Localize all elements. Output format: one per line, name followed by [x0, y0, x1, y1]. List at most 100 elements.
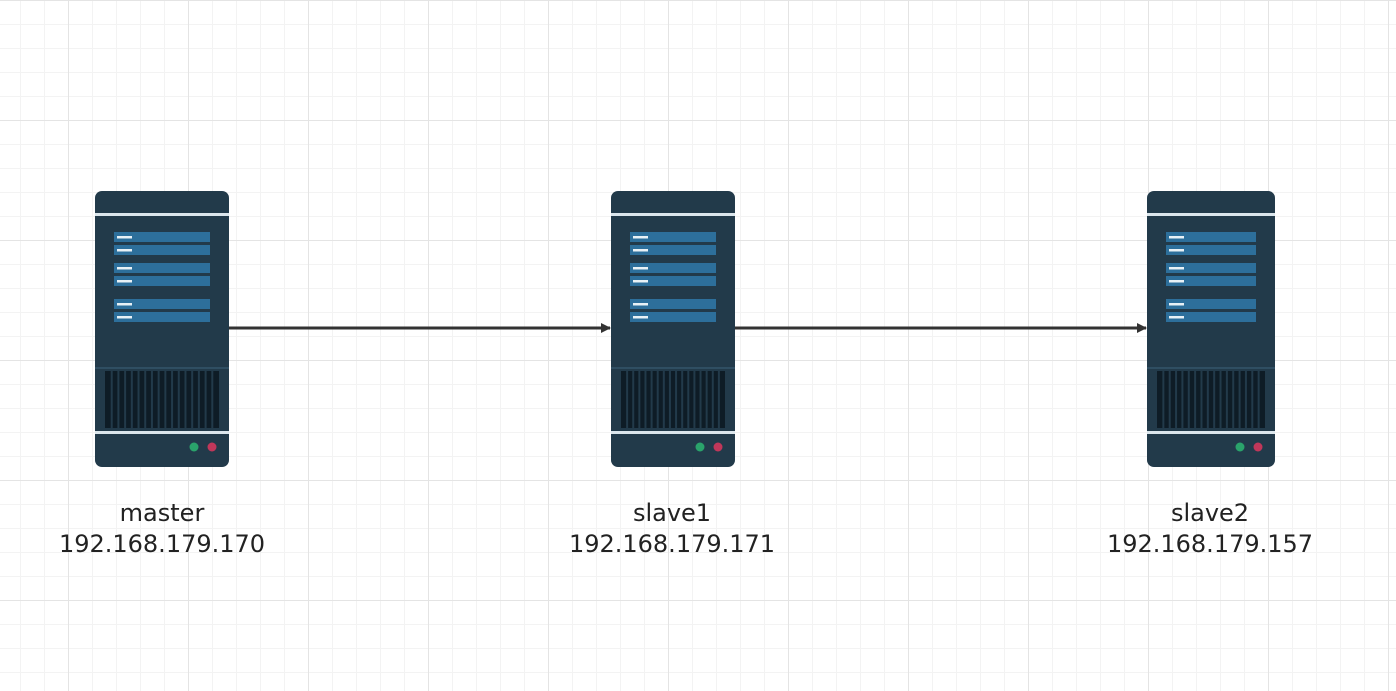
- vent-separator: [95, 367, 229, 369]
- vent-slat: [626, 371, 629, 428]
- vent-slat: [1251, 371, 1254, 428]
- drive-bay: [114, 276, 210, 286]
- drive-indicator: [117, 303, 132, 306]
- vent-slat: [1200, 371, 1203, 428]
- drive-bay: [630, 263, 716, 273]
- vent-slat: [1213, 371, 1216, 428]
- vent-slat: [1232, 371, 1235, 428]
- vent-slat: [130, 371, 133, 428]
- drive-indicator: [1169, 316, 1184, 319]
- vent-slat: [1225, 371, 1228, 428]
- vent-slat: [662, 371, 665, 428]
- vent-slat: [117, 371, 120, 428]
- vent-slat: [1162, 371, 1165, 428]
- vent-slat: [632, 371, 635, 428]
- node-ip-master: 192.168.179.170: [58, 530, 266, 558]
- vent-slat: [705, 371, 708, 428]
- server-bottom-divider: [95, 431, 229, 434]
- drive-bay: [630, 276, 716, 286]
- led-red-icon: [713, 442, 723, 452]
- vent-slat: [1181, 371, 1184, 428]
- server-top-divider: [95, 213, 229, 216]
- vent-grille: [1157, 371, 1265, 428]
- drive-indicator: [633, 316, 648, 319]
- vent-slat: [144, 371, 147, 428]
- vent-slat: [191, 371, 194, 428]
- drive-indicator: [117, 280, 132, 283]
- vent-slat: [184, 371, 187, 428]
- drive-bay: [114, 312, 210, 322]
- server-top-divider: [611, 213, 735, 216]
- vent-slat: [1187, 371, 1190, 428]
- node-label-master: master 192.168.179.170: [32, 498, 292, 560]
- led-green-icon: [189, 442, 199, 452]
- node-label-slave1: slave1 192.168.179.171: [542, 498, 802, 560]
- drive-bay: [114, 245, 210, 255]
- drive-bay: [630, 232, 716, 242]
- drive-indicator: [117, 249, 132, 252]
- server-icon: [95, 191, 229, 467]
- drive-indicator: [1169, 303, 1184, 306]
- drive-indicator: [633, 267, 648, 270]
- vent-separator: [1147, 367, 1275, 369]
- vent-slat: [699, 371, 702, 428]
- vent-slat: [675, 371, 678, 428]
- drive-bay: [114, 299, 210, 309]
- node-ip-slave2: 192.168.179.157: [1106, 530, 1314, 558]
- drive-bay: [1166, 299, 1256, 309]
- vent-slat: [211, 371, 214, 428]
- vent-slat: [204, 371, 207, 428]
- vent-slat: [644, 371, 647, 428]
- vent-slat: [717, 371, 720, 428]
- vent-slat: [668, 371, 671, 428]
- drive-bay: [1166, 312, 1256, 322]
- drive-indicator: [1169, 236, 1184, 239]
- led-green-icon: [695, 442, 705, 452]
- node-name-slave1: slave1: [632, 499, 712, 527]
- vent-slat: [1219, 371, 1222, 428]
- vent-slat: [1168, 371, 1171, 428]
- drive-bay: [1166, 245, 1256, 255]
- drive-bay: [114, 263, 210, 273]
- led-red-icon: [207, 442, 217, 452]
- drive-indicator: [633, 236, 648, 239]
- vent-grille: [621, 371, 725, 428]
- vent-slat: [687, 371, 690, 428]
- node-ip-slave1: 192.168.179.171: [568, 530, 776, 558]
- server-icon: [611, 191, 735, 467]
- led-green-icon: [1235, 442, 1245, 452]
- drive-indicator: [1169, 249, 1184, 252]
- vent-slat: [171, 371, 174, 428]
- vent-slat: [1244, 371, 1247, 428]
- vent-slat: [1206, 371, 1209, 428]
- drive-bay: [630, 245, 716, 255]
- vent-slat: [1194, 371, 1197, 428]
- vent-slat: [150, 371, 153, 428]
- drive-bay: [114, 232, 210, 242]
- vent-slat: [650, 371, 653, 428]
- drive-indicator: [1169, 267, 1184, 270]
- server-bottom-divider: [611, 431, 735, 434]
- server-icon: [1147, 191, 1275, 467]
- drive-bay: [630, 299, 716, 309]
- vent-slat: [137, 371, 140, 428]
- vent-slat: [110, 371, 113, 428]
- vent-slat: [681, 371, 684, 428]
- vent-separator: [611, 367, 735, 369]
- server-bottom-divider: [1147, 431, 1275, 434]
- vent-slat: [656, 371, 659, 428]
- vent-slat: [1238, 371, 1241, 428]
- node-label-slave2: slave2 192.168.179.157: [1080, 498, 1340, 560]
- server-top-divider: [1147, 213, 1275, 216]
- drive-indicator: [633, 280, 648, 283]
- drive-indicator: [117, 316, 132, 319]
- vent-slat: [638, 371, 641, 428]
- vent-slat: [164, 371, 167, 428]
- vent-slat: [711, 371, 714, 428]
- vent-slat: [157, 371, 160, 428]
- drive-bay: [1166, 276, 1256, 286]
- vent-slat: [1175, 371, 1178, 428]
- drive-indicator: [1169, 280, 1184, 283]
- vent-slat: [1257, 371, 1260, 428]
